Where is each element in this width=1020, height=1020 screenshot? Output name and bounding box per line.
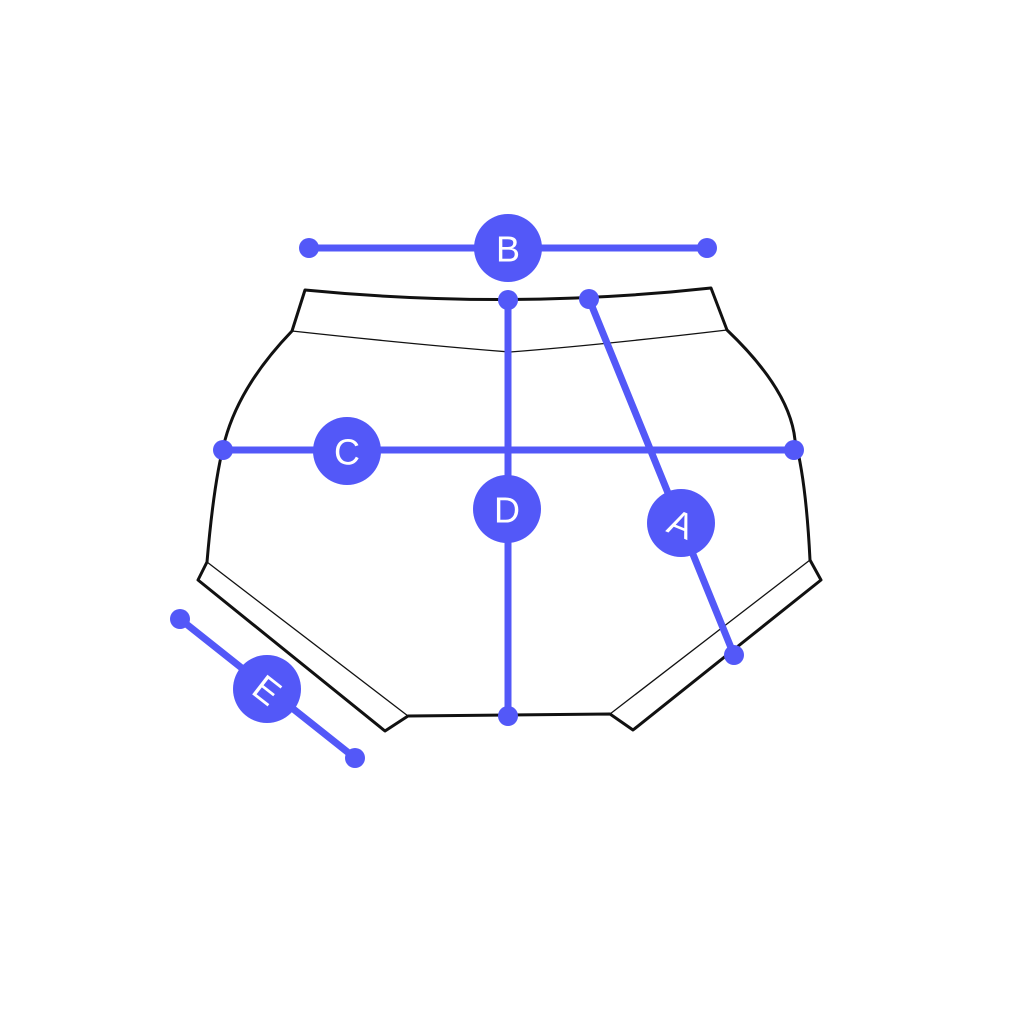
measurement-c-start-dot <box>213 440 233 460</box>
measurement-e-end-dot <box>345 748 365 768</box>
measurement-b-label: B <box>496 229 520 270</box>
measurement-e-badge <box>233 655 301 723</box>
measurement-a-badge-group: A <box>647 489 715 557</box>
measurement-a-line <box>585 295 738 659</box>
measurement-a <box>579 289 744 665</box>
left-hem-seam <box>206 561 409 717</box>
measurement-b-end-dot <box>697 238 717 258</box>
measurement-e-start-dot <box>170 609 190 629</box>
measurement-e-badge-group: E <box>233 655 301 723</box>
measurement-c-badge-group: C <box>313 417 381 485</box>
measurement-b-start-dot <box>299 238 319 258</box>
measurement-a-start-dot <box>579 289 599 309</box>
measurement-d-badge <box>473 475 541 543</box>
measurement-c-end-dot <box>784 440 804 460</box>
measurement-d-badge-group: D <box>473 475 541 543</box>
measurement-a-end-dot <box>724 645 744 665</box>
measurement-d-start-dot <box>498 290 518 310</box>
right-hem-seam <box>609 559 811 715</box>
measurement-d-end-dot <box>498 706 518 726</box>
measurement-b-badge <box>474 214 542 282</box>
measurement-d-label: D <box>494 490 520 531</box>
measurement-a-badge <box>647 489 715 557</box>
measurement-b: B <box>299 214 717 282</box>
measurement-c-label: C <box>334 432 360 473</box>
measurement-c-badge <box>313 417 381 485</box>
